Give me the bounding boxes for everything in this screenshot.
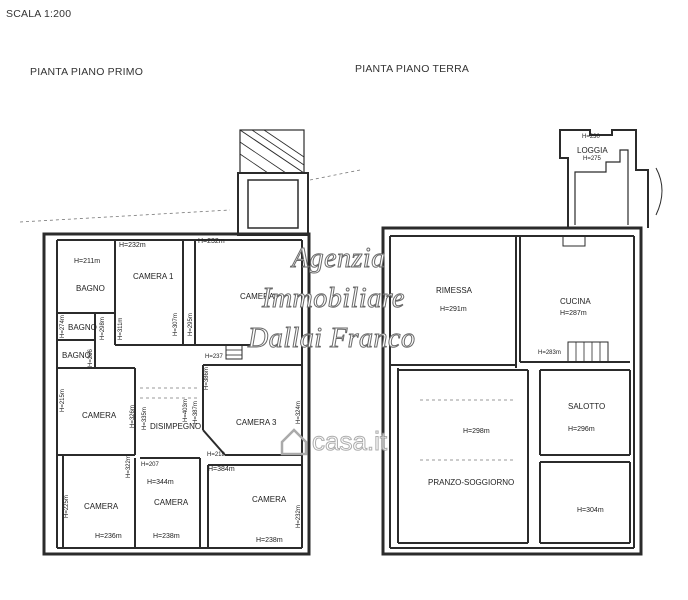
pranzo-label: PRANZO-SOGGIORNO: [428, 478, 515, 487]
loggia-label: LOGGIA: [577, 146, 608, 155]
camera-bm-height-bottom: H=238m: [153, 533, 180, 540]
casa-logo-text: casa.it: [311, 426, 388, 457]
camera-main-label: CAMERA: [240, 292, 275, 301]
watermark-line3: Dallai Franco: [248, 323, 416, 355]
first-floor-outline: [42, 232, 311, 556]
rimessa-label: RIMESSA: [436, 286, 473, 295]
camera-bl-label: CAMERA: [84, 502, 119, 511]
rimessa-height: H=291m: [440, 306, 467, 313]
cucina-height: H=287m: [560, 310, 587, 317]
pranzo-height: H=298m: [463, 428, 490, 435]
house-icon: [280, 428, 308, 456]
height-label: H=322m: [126, 455, 132, 478]
height-label: H=403m: [183, 399, 189, 422]
bagno-mid-label: BAGNO: [68, 323, 97, 332]
camera-br-height-bottom: H=238m: [256, 537, 283, 544]
camera-main-height: H=232m: [198, 238, 225, 245]
height-label: H=326m: [130, 405, 136, 428]
height-label: H=335m: [142, 407, 148, 430]
salotto-height: H=296m: [568, 426, 595, 433]
camera-br-height-top: H=384m: [208, 466, 235, 473]
camera-left-height: H=215m: [60, 389, 66, 412]
loggia-height-top: H=230: [582, 134, 600, 140]
loggia-height: H=275: [583, 156, 601, 162]
height-label: H=298m: [100, 317, 106, 340]
room-br-height: H=304m: [577, 507, 604, 514]
height-label: H=386m: [204, 367, 210, 390]
camera-bm-height-top: H=344m: [147, 479, 174, 486]
salotto-label: SALOTTO: [568, 402, 606, 411]
bagno-top-label: BAGNO: [76, 284, 105, 293]
height-label: H=307m: [173, 313, 179, 336]
camera-br-label: CAMERA: [252, 495, 287, 504]
stair-height: H=283m: [538, 350, 561, 356]
camera1-height: H=232m: [119, 242, 146, 249]
casa-logo-watermark: [278, 426, 310, 463]
height-label: H=218: [207, 452, 225, 458]
camera-left-label: CAMERA: [82, 411, 117, 420]
height-label: H=207: [141, 462, 159, 468]
camera3-height: H=324m: [296, 401, 302, 424]
bagno-mid-height: H=274m: [60, 315, 66, 338]
camera-bl-height-left: H=225m: [64, 495, 70, 518]
camera-bl-height-bottom: H=236m: [95, 533, 122, 540]
disimpegno-label: DISIMPEGNO: [150, 422, 202, 431]
watermark-line1: Agenzia: [292, 243, 386, 275]
height-label: H=295m: [188, 313, 194, 336]
bagno-top-height: H=211m: [74, 258, 101, 265]
loggia-outline: [559, 129, 649, 228]
height-label: H=237: [205, 354, 223, 360]
first-floor-title: PIANTA PIANO PRIMO: [30, 66, 144, 78]
height-label: H=387m: [193, 401, 199, 424]
watermark-line2: Immobiliare: [262, 283, 405, 315]
ground-floor-outline: [381, 226, 643, 556]
bagno-small-label: BAGNO: [62, 351, 91, 360]
camera-bm-label: CAMERA: [154, 498, 189, 507]
camera3-label: CAMERA 3: [236, 418, 277, 427]
scale-label: SCALA 1:200: [6, 8, 72, 20]
camera1-label: CAMERA 1: [133, 272, 174, 281]
height-label: H=311m: [118, 317, 124, 340]
cucina-label: CUCINA: [560, 297, 591, 306]
first-floor-stair-top: [239, 129, 305, 174]
ground-floor-title: PIANTA PIANO TERRA: [355, 63, 470, 75]
camera-br-height-right: H=232m: [296, 505, 302, 528]
